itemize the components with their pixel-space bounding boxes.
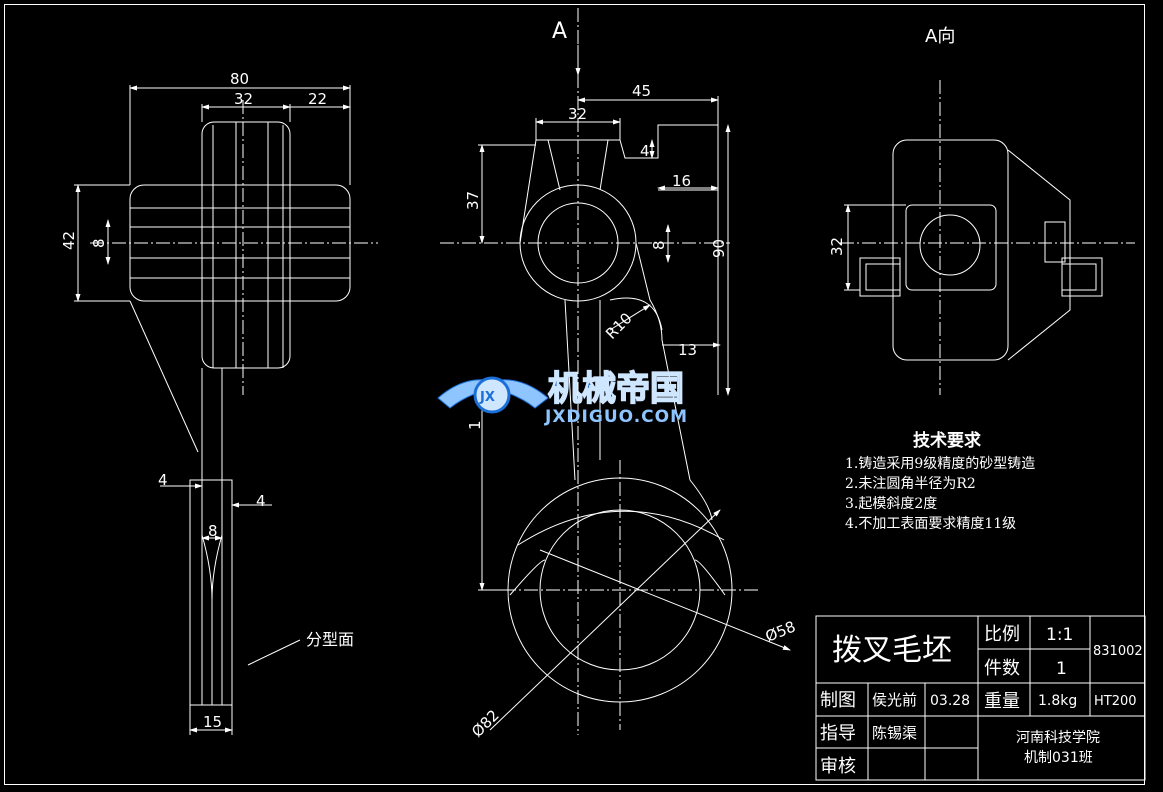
dim-42: 42	[60, 231, 78, 250]
dim-80: 80	[230, 70, 249, 88]
dim-8-rib: 8	[208, 522, 218, 540]
view-a	[840, 80, 1135, 395]
tech-item-3: 3.起模斜度2度	[845, 496, 937, 512]
tech-item-4: 4.不加工表面要求精度11级	[845, 516, 1016, 532]
dim-4-left: 4	[158, 471, 168, 489]
left-view-dims-text: 80 32 22 42 8 4 4 8 15 分型面	[60, 70, 354, 731]
dim-32-view-a: 32	[828, 237, 846, 256]
tech-title: 技术要求	[913, 430, 981, 451]
guide-label: 指导	[820, 723, 856, 744]
view-a-title: A向	[925, 26, 955, 47]
dim-22: 22	[308, 90, 327, 108]
guide-name: 陈锡渠	[872, 724, 917, 742]
dim-dia-82: Ø82	[468, 706, 503, 741]
front-view-dims-text: A 45 32 4 16 37 8 90 R10 13 1 Ø58 Ø82	[464, 19, 798, 741]
watermark-en: JXDIGUO.COM	[544, 407, 688, 427]
part-name: 拨叉毛坯	[832, 633, 952, 668]
front-view	[440, 8, 791, 735]
dim-4-right: 4	[256, 492, 266, 510]
view-a-body	[892, 139, 1009, 361]
review-label: 审核	[820, 756, 856, 777]
qty-value: 1	[1056, 659, 1067, 679]
dim-lower-height: 1	[466, 420, 484, 430]
tech-item-1: 1.铸造采用9级精度的砂型铸造	[845, 456, 1035, 472]
scale-value: 1:1	[1046, 625, 1073, 645]
view-a-hole	[919, 214, 981, 276]
weight-value: 1.8kg	[1038, 693, 1077, 709]
dim-4-step: 4	[640, 142, 650, 160]
title-block-text: 拨叉毛坯 比例 1:1 831002 件数 1 制图 侯光前 03.28 重量 …	[820, 624, 1143, 777]
left-boss-outline	[201, 121, 291, 369]
title-block	[815, 615, 1146, 781]
dim-32-front: 32	[568, 105, 587, 123]
dim-r10: R10	[602, 309, 636, 343]
drawing-frame	[4, 4, 1145, 785]
left-hub-outline	[189, 479, 233, 706]
watermark-badge: JX	[479, 390, 495, 405]
watermark-cn: 机械帝国	[548, 369, 684, 409]
material: HT200	[1094, 694, 1137, 709]
view-a-text: A向 32	[828, 26, 955, 256]
parting-label: 分型面	[306, 630, 354, 649]
tech-item-2: 2.未注圆角半径为R2	[845, 476, 976, 492]
dim-13: 13	[678, 341, 697, 359]
tech-requirements: 技术要求 1.铸造采用9级精度的砂型铸造 2.未注圆角半径为R2 3.起模斜度2…	[845, 430, 1035, 532]
dim-32: 32	[234, 90, 253, 108]
drawn-name: 侯光前	[872, 691, 917, 709]
school-name: 河南科技学院	[1016, 730, 1100, 746]
left-view	[74, 85, 378, 735]
gear-icon	[473, 376, 511, 414]
dim-dia-58: Ø58	[763, 617, 798, 645]
class-name: 机制031班	[1024, 750, 1093, 766]
dim-16: 16	[672, 172, 691, 190]
dim-8-left: 8	[90, 238, 108, 248]
dim-37: 37	[464, 191, 482, 210]
drawn-date: 03.28	[930, 693, 970, 709]
watermark: JX 机械帝国 JXDIGUO.COM	[437, 368, 688, 427]
view-a-boss	[905, 204, 997, 291]
dim-45: 45	[632, 82, 651, 100]
view-a-marker: A	[552, 19, 567, 44]
dim-8-front: 8	[650, 240, 668, 250]
drawn-label: 制图	[820, 690, 856, 711]
dim-90: 90	[710, 239, 728, 258]
dim-15: 15	[203, 713, 222, 731]
weight-label: 重量	[984, 691, 1020, 712]
qty-label: 件数	[984, 658, 1020, 679]
scale-label: 比例	[984, 624, 1020, 645]
drawing-no: 831002	[1093, 644, 1143, 659]
